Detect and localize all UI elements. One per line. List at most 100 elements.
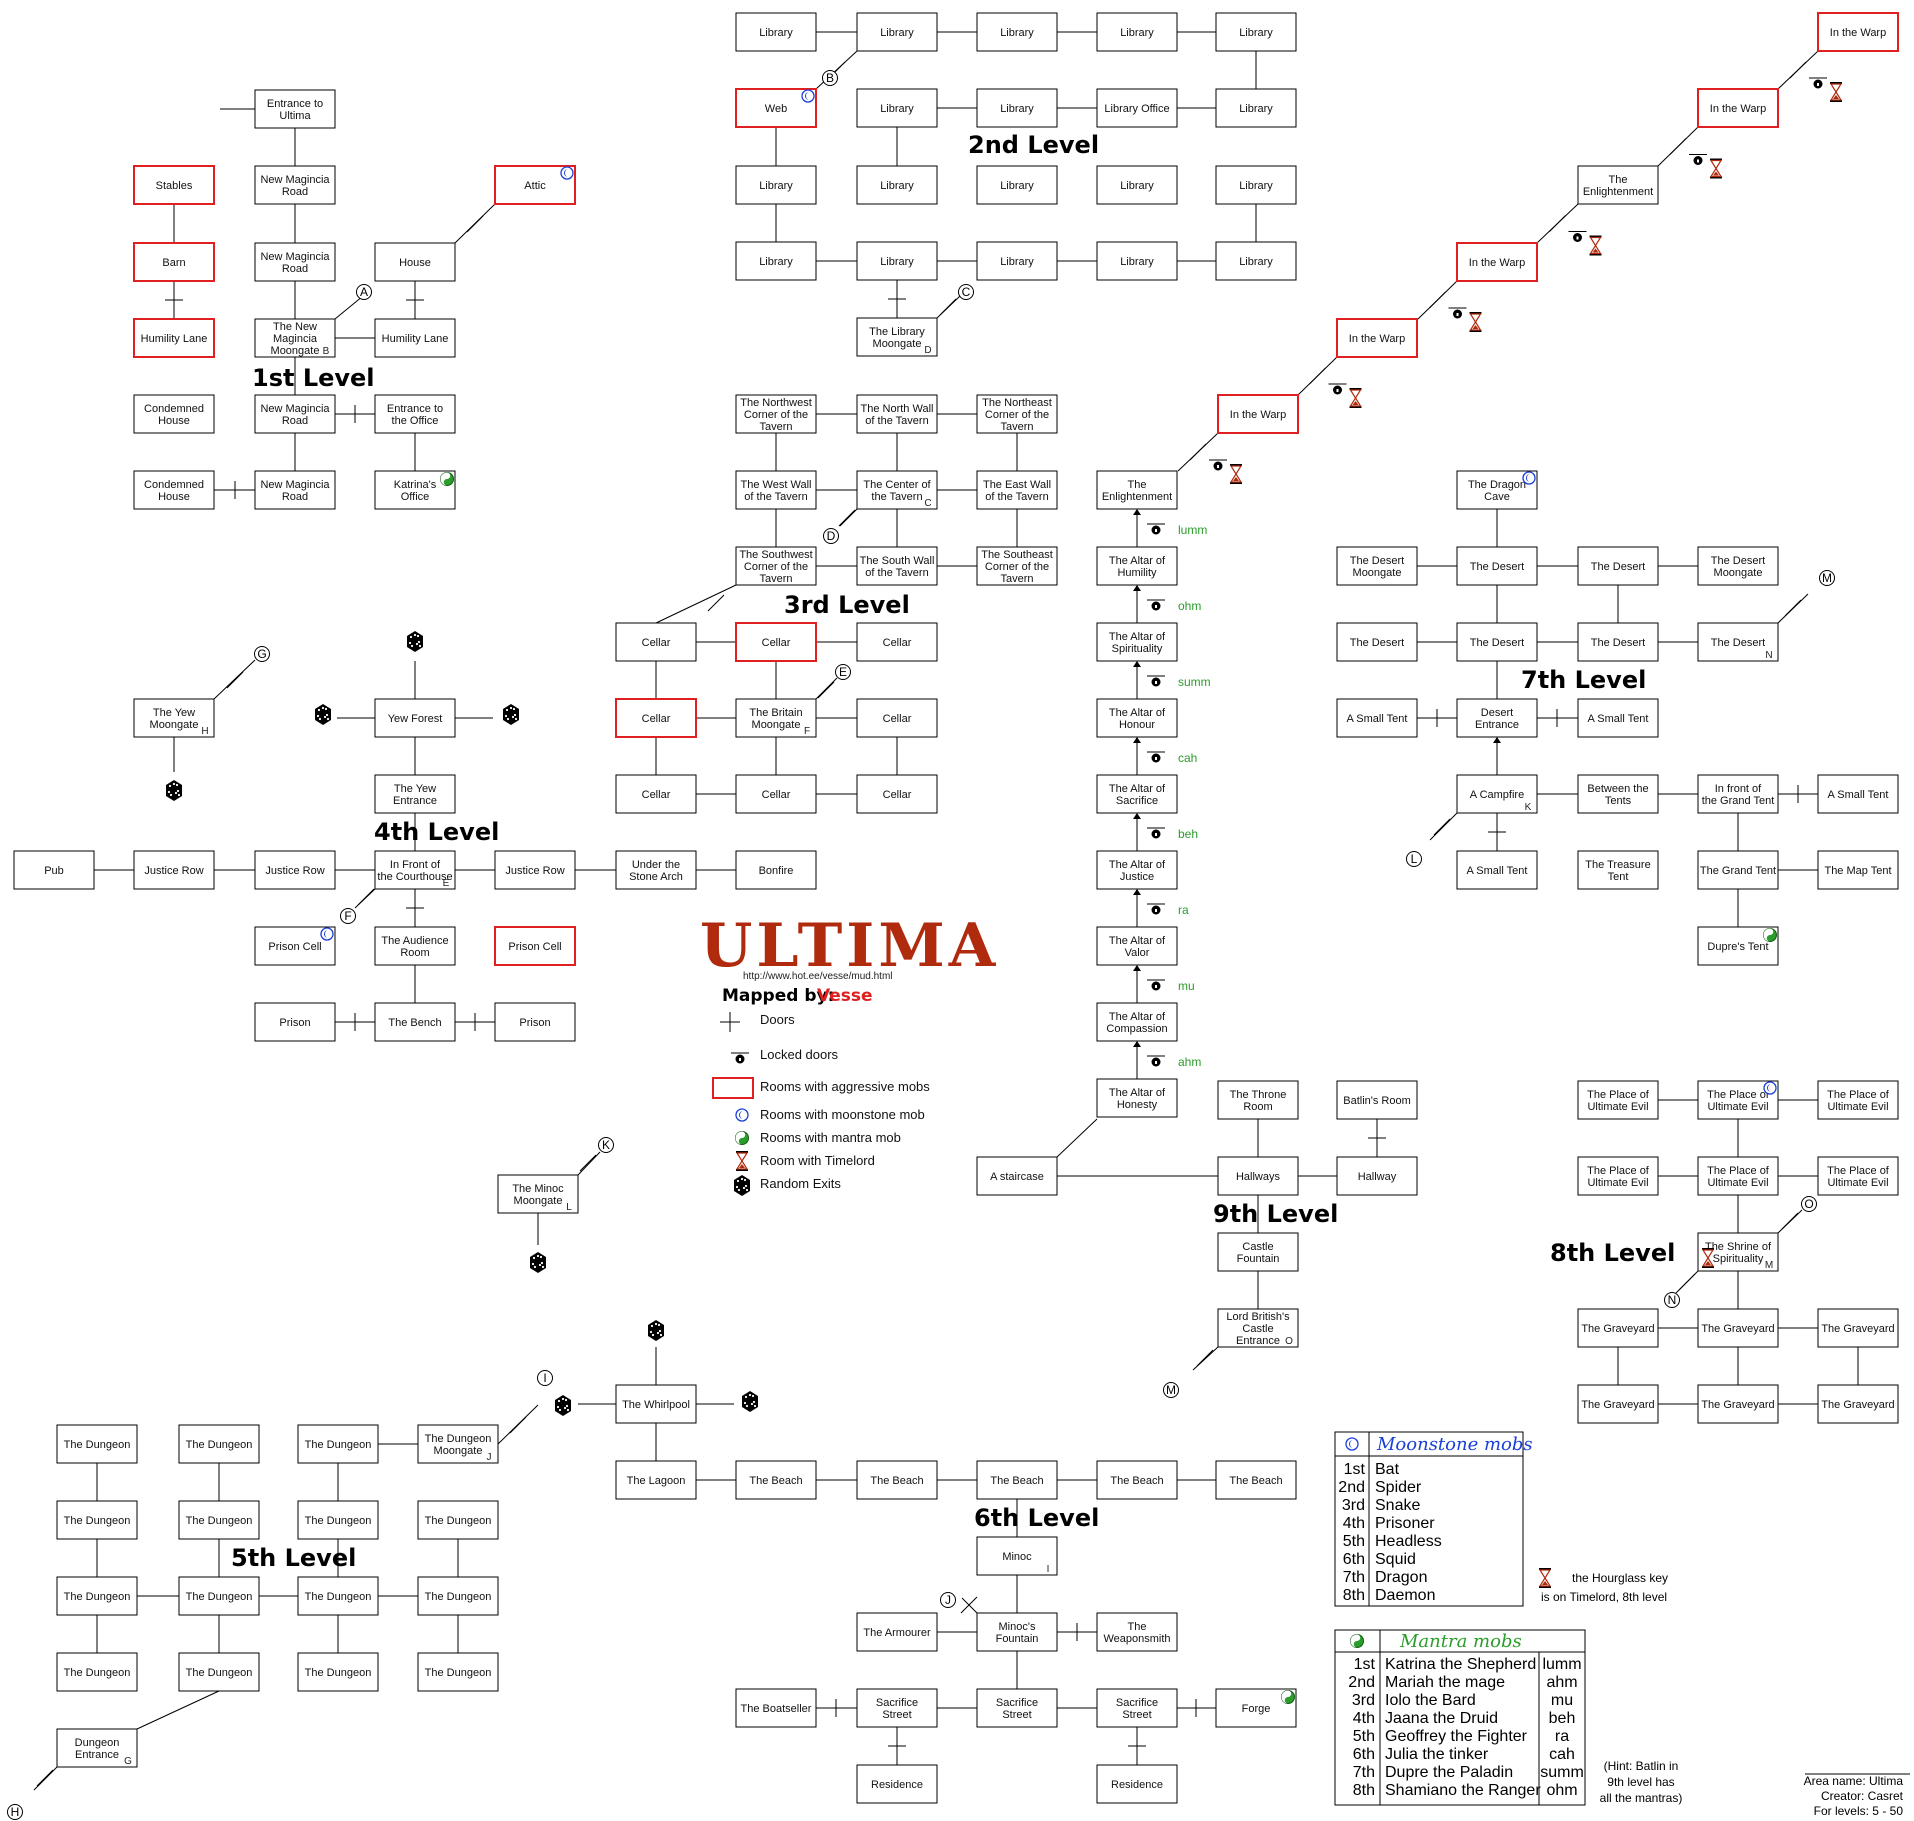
map-room[interactable]: In the Warp bbox=[1217, 394, 1299, 434]
map-room[interactable]: Library bbox=[1215, 165, 1297, 205]
map-room[interactable]: The Desert bbox=[1456, 622, 1538, 662]
exit-marker[interactable] bbox=[835, 664, 851, 680]
dice-icon[interactable] bbox=[734, 1175, 750, 1196]
map-room[interactable]: A staircase bbox=[976, 1156, 1058, 1196]
map-room[interactable]: The Beach bbox=[1096, 1460, 1178, 1500]
map-room[interactable]: Library bbox=[976, 165, 1058, 205]
map-room[interactable]: Cellar bbox=[856, 698, 938, 738]
map-room[interactable]: The Dungeon bbox=[417, 1500, 499, 1540]
exit-marker[interactable] bbox=[958, 284, 974, 300]
map-room[interactable]: Pub bbox=[13, 850, 95, 890]
map-room[interactable]: The Dungeon bbox=[297, 1500, 379, 1540]
map-room[interactable]: The Desert bbox=[1577, 622, 1659, 662]
exit-marker[interactable] bbox=[940, 1592, 956, 1608]
exit-marker[interactable] bbox=[1406, 851, 1422, 867]
map-room[interactable]: Library bbox=[735, 241, 817, 281]
map-room[interactable]: Library bbox=[735, 165, 817, 205]
dice-icon[interactable] bbox=[742, 1391, 758, 1412]
map-room[interactable]: Cellar bbox=[735, 622, 817, 662]
map-room[interactable]: In the Warp bbox=[1697, 88, 1779, 128]
map-room[interactable]: The Lagoon bbox=[615, 1460, 697, 1500]
map-room[interactable]: Residence bbox=[856, 1764, 938, 1804]
map-room[interactable]: Barn bbox=[133, 242, 215, 282]
exit-marker[interactable] bbox=[598, 1137, 614, 1153]
map-room[interactable]: The Graveyard bbox=[1697, 1384, 1779, 1424]
exit-marker[interactable] bbox=[1801, 1196, 1817, 1212]
map-room[interactable]: Cellar bbox=[615, 622, 697, 662]
map-room[interactable]: Cellar bbox=[735, 774, 817, 814]
map-room[interactable]: The Whirlpool bbox=[615, 1384, 697, 1424]
map-room[interactable]: The Dungeon bbox=[56, 1576, 138, 1616]
map-room[interactable]: In the Warp bbox=[1817, 12, 1899, 52]
map-room[interactable]: The Dungeon bbox=[417, 1652, 499, 1692]
exit-marker[interactable] bbox=[356, 284, 372, 300]
map-room[interactable]: Library bbox=[1215, 12, 1297, 52]
map-room[interactable]: House bbox=[374, 242, 456, 282]
map-room[interactable]: Library bbox=[1096, 165, 1178, 205]
dice-icon[interactable] bbox=[648, 1320, 664, 1341]
map-room[interactable]: Hallways bbox=[1217, 1156, 1299, 1196]
map-room[interactable]: Batlin's Room bbox=[1336, 1080, 1418, 1120]
map-room[interactable]: A Small Tent bbox=[1577, 698, 1659, 738]
exit-marker[interactable] bbox=[822, 70, 838, 86]
map-room[interactable]: The Armourer bbox=[856, 1612, 938, 1652]
map-room[interactable]: The Dungeon bbox=[178, 1652, 260, 1692]
dice-icon[interactable] bbox=[503, 704, 519, 725]
map-room[interactable]: In the Warp bbox=[1456, 242, 1538, 282]
map-room[interactable]: Prison bbox=[254, 1002, 336, 1042]
map-room[interactable]: The Map Tent bbox=[1817, 850, 1899, 890]
map-room[interactable]: The Beach bbox=[735, 1460, 817, 1500]
map-room[interactable]: Cellar bbox=[856, 622, 938, 662]
map-room[interactable]: Justice Row bbox=[254, 850, 336, 890]
exit-marker[interactable] bbox=[1664, 1292, 1680, 1308]
map-room[interactable]: Library bbox=[1215, 88, 1297, 128]
map-room[interactable]: The Dungeon bbox=[297, 1652, 379, 1692]
map-room[interactable]: Library bbox=[856, 165, 938, 205]
map-room[interactable]: Yew Forest bbox=[374, 698, 456, 738]
map-room[interactable]: The Dungeon bbox=[417, 1576, 499, 1616]
map-room[interactable]: Bonfire bbox=[735, 850, 817, 890]
map-room[interactable]: The Desert bbox=[1577, 546, 1659, 586]
map-room[interactable]: The Bench bbox=[374, 1002, 456, 1042]
map-room[interactable]: Library bbox=[856, 12, 938, 52]
dice-icon[interactable] bbox=[555, 1395, 571, 1416]
exit-marker[interactable] bbox=[537, 1370, 553, 1386]
map-room[interactable]: Library bbox=[976, 241, 1058, 281]
dice-icon[interactable] bbox=[407, 631, 423, 652]
exit-marker[interactable] bbox=[7, 1804, 23, 1820]
map-room[interactable]: Library bbox=[856, 241, 938, 281]
map-room[interactable]: The Beach bbox=[1215, 1460, 1297, 1500]
map-room[interactable]: The Grand Tent bbox=[1697, 850, 1779, 890]
